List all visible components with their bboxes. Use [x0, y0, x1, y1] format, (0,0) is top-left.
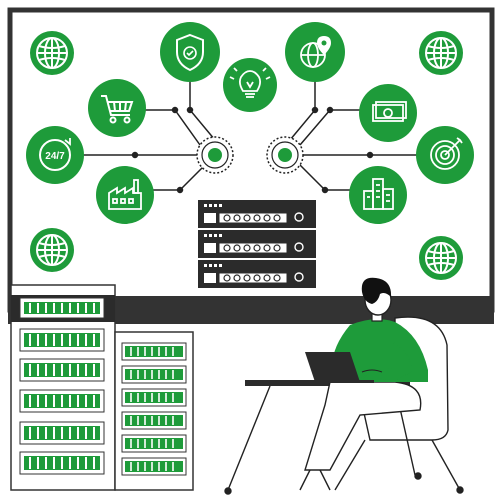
server-unit — [198, 200, 316, 228]
server-stack — [198, 200, 316, 288]
server-rack-left — [10, 284, 116, 491]
lightbulb-icon — [223, 58, 277, 112]
clock-24-7-label: 24/7 — [45, 151, 65, 162]
server-rack-right — [114, 331, 194, 491]
right-hub-node — [266, 136, 304, 174]
target-icon — [416, 126, 474, 184]
city-buildings-icon — [349, 166, 407, 224]
factory-icon — [96, 166, 154, 224]
server-unit — [198, 230, 316, 258]
left-hub-node — [196, 136, 234, 174]
globe-icon — [419, 31, 463, 75]
cash-icon — [359, 84, 417, 142]
left-hub-connections — [70, 75, 216, 194]
right-hub-connections — [289, 75, 430, 194]
location-globe-icon — [285, 22, 345, 82]
globe-icon — [30, 31, 74, 75]
globe-icon — [30, 228, 74, 272]
seated-person — [299, 277, 428, 491]
shield-check-icon — [160, 22, 220, 82]
server-unit — [198, 260, 316, 288]
shopping-cart-icon — [88, 79, 146, 137]
clock-24-7-icon: 24/7 — [26, 126, 84, 184]
globe-icon — [419, 236, 463, 280]
